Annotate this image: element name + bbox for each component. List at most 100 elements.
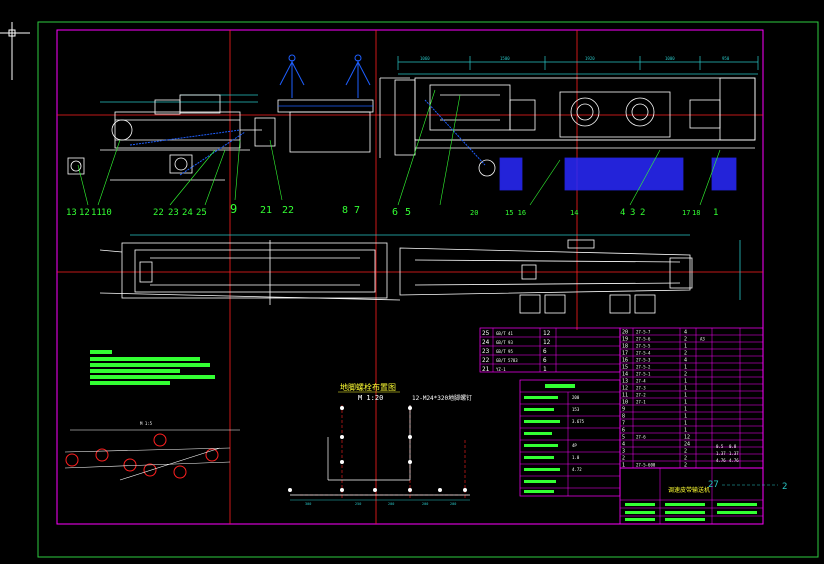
bom-right-qty: 2 [684, 337, 687, 343]
elevation-view: 1060 1500 1920 1000 950 [67, 54, 759, 206]
bom-right-no: 16 [622, 358, 628, 364]
bom-right-code: 27-5-6 [636, 337, 651, 342]
bom-right-code: 27-5-3 [636, 358, 651, 363]
spec-val-5: 1.0 [572, 455, 580, 460]
outer-frame [37, 21, 819, 558]
bom-right-no: 20 [622, 330, 628, 336]
bom-right-no: 14 [622, 372, 628, 378]
bom-right-qty: 1 [684, 414, 687, 420]
callout-23: 23 [168, 208, 179, 218]
bom-right-no: 4 [622, 442, 625, 448]
bom-left-qty: 6 [543, 357, 547, 364]
bom-right-no: 1 [622, 463, 625, 469]
detail-note: 12-M24*320地脚螺钉 [412, 394, 472, 402]
detail-dim-5: 200 [450, 502, 456, 506]
bom-right-qty: 1 [684, 365, 687, 371]
sheet-number: 2 [782, 482, 787, 492]
callout-4: 4 [620, 208, 625, 218]
callout-8-7: 8 7 [342, 205, 360, 216]
top-dim-3: 1920 [585, 56, 595, 61]
title-block: 调速皮带输送机 27 2 [619, 467, 787, 525]
bom-left-code: GB/T 93 [496, 340, 513, 345]
bom-right-material: A3 [700, 337, 705, 342]
top-dim-5: 950 [722, 56, 730, 61]
callout-2: 2 [640, 208, 645, 218]
bom-weight-1: 0.5 [716, 444, 724, 449]
callout-15-16: 15 16 [505, 209, 526, 217]
callout-21: 21 [260, 205, 272, 216]
inner-frame [56, 29, 764, 525]
callout-6: 6 [392, 207, 398, 218]
spec-val-2: 153 [572, 407, 580, 412]
callout-20: 20 [470, 209, 478, 217]
callout-24: 24 [182, 208, 193, 218]
drawing-number: 27 [708, 480, 719, 490]
callout-11: 11 [91, 208, 102, 218]
callout-leaders [77, 89, 721, 206]
bom-left-code: GB/T 41 [496, 331, 513, 336]
spec-val-6: 4.72 [572, 467, 582, 472]
bom-right-no: 5 [622, 435, 625, 441]
bom-right-qty: 2 [684, 463, 687, 469]
bom-right-qty: 2 [684, 372, 687, 378]
bom-right-qty: 1 [684, 428, 687, 434]
bom-right-no: 11 [622, 393, 628, 399]
callout-22b: 22 [282, 205, 294, 216]
foundation-hatch [478, 157, 737, 191]
bom-weight-4: 1.37 [729, 451, 739, 456]
bom-right-code: 27-5-5 [636, 344, 651, 349]
detail-scale: M 1:20 [358, 394, 383, 402]
callout-17: 17 [682, 209, 690, 217]
detail-title: 地脚螺栓布置图 [340, 382, 396, 392]
bom-right-qty: 12 [684, 435, 690, 441]
bom-right-no: 17 [622, 351, 628, 357]
callout-14: 14 [570, 209, 578, 217]
bom-left-qty: 1 [543, 366, 547, 373]
callout-25: 25 [196, 208, 207, 218]
detail-dim-4: 200 [422, 502, 428, 506]
bom-right-qty: 2 [684, 351, 687, 357]
bom-right-no: 15 [622, 365, 628, 371]
bom-left-no: 24 [482, 339, 490, 346]
bom-left-qty: 12 [543, 339, 551, 346]
bom-left-no: 25 [482, 330, 490, 337]
bom-weight-3: 1.37 [716, 451, 726, 456]
bom-right-no: 3 [622, 449, 625, 455]
chain-detail-scale: M 1:5 [140, 421, 153, 426]
bom-right-qty: 1 [684, 344, 687, 350]
bom-right-code: 27-5-4 [636, 351, 651, 356]
callout-5: 5 [405, 207, 411, 218]
construction-lines [57, 30, 763, 524]
spec-val-4: 4P [572, 443, 577, 448]
bom-right-no: 7 [622, 421, 625, 427]
bom-left-no: 21 [482, 366, 490, 373]
spec-val-1: 200 [572, 395, 580, 400]
technical-notes [90, 350, 215, 385]
bom-right-qty: 4 [684, 358, 687, 364]
bom-right-no: 19 [622, 337, 628, 343]
bom-right-code: 27-5-1 [636, 372, 651, 377]
callout-12: 12 [79, 208, 90, 218]
bom-left-qty: 6 [543, 348, 547, 355]
bom-right-qty: 1 [684, 421, 687, 427]
bom-right-qty: 4 [684, 330, 687, 336]
callout-9: 9 [230, 202, 237, 216]
callout-10: 10 [101, 208, 112, 218]
title-block-name: 调速皮带输送机 [668, 486, 710, 494]
bom-right-no: 9 [622, 407, 625, 413]
bom-right-code: 27-5-7 [636, 330, 651, 335]
bom-right-code: 27-3 [636, 386, 646, 391]
bom-right-code: 27-6 [636, 435, 646, 440]
callout-labels: 13 12 11 10 22 23 24 25 9 21 22 8 7 6 5 … [66, 202, 718, 218]
callout-22: 22 [153, 208, 164, 218]
chain-detail: M 1:5 [64, 421, 240, 481]
bom-left-qty: 12 [543, 330, 551, 337]
callout-3: 3 [630, 208, 635, 218]
bom-right-qty: 2 [684, 456, 687, 462]
bom-right-no: 13 [622, 379, 628, 385]
bom-right-code: 27-2 [636, 393, 646, 398]
bom-right-qty: 1 [684, 393, 687, 399]
bom-right-qty: 1 [684, 407, 687, 413]
